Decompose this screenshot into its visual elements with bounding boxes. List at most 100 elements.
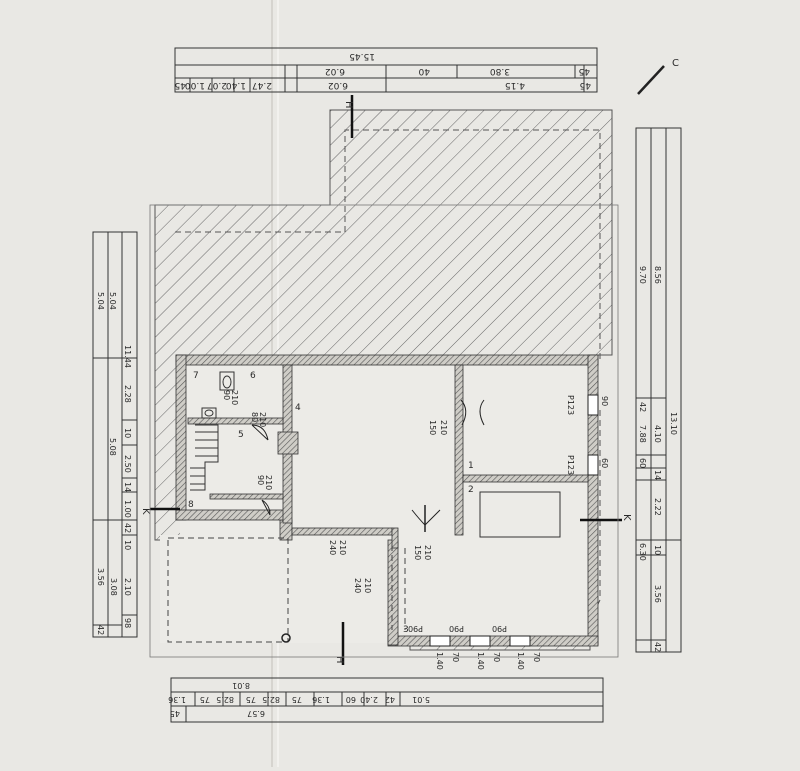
dim-label: 40 [418, 66, 430, 76]
dim-label: 2.50 [123, 455, 132, 473]
dim-label: 42 [385, 695, 395, 704]
dim-label: 42 [123, 523, 132, 533]
room-number-2: 2 [468, 485, 474, 495]
right-dimension-table [635, 127, 682, 653]
dim-label: 10 [123, 540, 132, 550]
dim-label: 60 [346, 695, 356, 704]
dim-label: 75 [292, 695, 302, 704]
section-mark-a: H [343, 101, 354, 109]
dim-label: 1.40 [435, 652, 444, 670]
room-number-7: 7 [193, 371, 199, 381]
window-label: P90 [449, 624, 464, 633]
dim-overall-top: 15.45 [349, 51, 375, 61]
dim-label: 1.00 [185, 80, 205, 90]
door-label: 210 [338, 540, 347, 555]
dim-label: 2.28 [123, 385, 132, 403]
dim-overall-left: 11.44 [123, 345, 132, 368]
section-mark-d: K [621, 514, 632, 521]
dim-label: 6.02 [328, 80, 348, 90]
dim-label: 45 [580, 80, 591, 90]
door-label: 240 [328, 540, 337, 555]
dashed-outline [175, 129, 601, 360]
section-mark-b: H [334, 656, 345, 664]
section-mark-c: K [140, 508, 151, 515]
room-number-1: 1 [468, 461, 474, 471]
dim-label: 75 [246, 695, 256, 704]
top-dimension-table [174, 47, 598, 93]
left-dimension-labels: 5.04 5.04 11.44 2.28 5.08 10 2.50 14 1.0… [96, 292, 132, 635]
top-dimension-labels: 15.45 3.80 6.02 40 45 4.15 6.02 2.47 1.4… [175, 51, 591, 90]
dim-label: 82.5 [216, 695, 234, 704]
door-label: 210 [363, 578, 372, 593]
door-label: 80 [250, 412, 259, 422]
room-number-4: 4 [295, 403, 301, 413]
dim-label: 70 [451, 652, 460, 662]
dim-label: 5.04 [96, 292, 105, 310]
door-swings [251, 399, 485, 532]
dim-label: 2.47 [252, 80, 272, 90]
dim-label: 60 [638, 458, 647, 468]
dim-label: 45 [170, 709, 180, 718]
annex-floor [160, 535, 288, 643]
door-label: 90 [256, 475, 265, 485]
dim-label: 75 [200, 695, 210, 704]
dim-label: 3.56 [653, 585, 662, 603]
dim-overall-bottom: 6.57 [247, 709, 265, 718]
door-label: 210 [258, 412, 267, 427]
dim-label: 7.88 [638, 425, 647, 443]
door-label: 90 [222, 390, 231, 400]
dim-label: 3.80 [490, 66, 510, 76]
door-label: 150 [428, 420, 437, 435]
dim-label: 98 [123, 618, 132, 628]
dim-label: 1.36 [168, 695, 186, 704]
dim-label: 3.56 [96, 568, 105, 586]
window-label: 60 [600, 458, 609, 468]
outer-dimension-frame [149, 204, 619, 658]
door-label: 210 [439, 420, 448, 435]
window-label: P123 [566, 395, 575, 415]
dim-label: 2.40 [360, 695, 378, 704]
north-arrow: C [637, 58, 679, 95]
window-label: P123 [566, 455, 575, 475]
staircase [190, 424, 219, 491]
dim-label: 5.01 [412, 695, 430, 704]
left-dimension-table [92, 231, 138, 638]
dim-label: 42 [638, 402, 647, 412]
right-dimension-labels: 8.56 9.70 13.10 4.10 7.88 42 60 14 2.22 … [638, 266, 678, 652]
dim-label: 4.10 [653, 425, 662, 443]
section-markers [150, 95, 622, 665]
dim-label: 8.56 [653, 266, 662, 284]
dim-label: 13.10 [669, 412, 678, 435]
dim-label: 14 [123, 482, 132, 492]
room-numbers: 1 2 3 4 5 6 7 8 [188, 371, 474, 635]
dim-label: 10 [653, 545, 662, 555]
lower-room-outline [167, 537, 406, 643]
room-number-3: 3 [403, 625, 409, 635]
dim-label: 1.40 [226, 80, 246, 90]
dim-label: 1.36 [312, 695, 330, 704]
door-label: 240 [353, 578, 362, 593]
dim-label: 2.07 [207, 80, 227, 90]
windows [429, 394, 599, 647]
interior-walls [187, 364, 589, 549]
bottom-dimension-table [170, 677, 604, 723]
window-label: P90 [492, 624, 507, 633]
door-label: 210 [423, 545, 432, 560]
dim-label: 70 [532, 652, 541, 662]
opening-labels: 150 210 240 210 150 210 240 210 90 210 8… [222, 390, 609, 633]
door-label: 210 [264, 475, 273, 490]
dim-label: 45 [175, 80, 186, 90]
door-label: 150 [413, 545, 422, 560]
dim-label: 9.70 [638, 266, 647, 284]
bottom-dimension-labels: 1.36 75 82.5 75 82.5 75 1.36 60 2.40 42 … [168, 681, 430, 718]
room-number-6: 6 [250, 371, 256, 381]
dim-label: 45 [579, 66, 590, 76]
dim-label: 82.5 [262, 695, 280, 704]
dim-label: 3.08 [109, 578, 118, 596]
small-bottom-dims: 1.40 70 1.40 70 1.40 70 [435, 652, 541, 670]
window-label: 90 [600, 396, 609, 406]
dim-label: 2.10 [123, 578, 132, 596]
door-label: 210 [230, 390, 239, 405]
north-label: C [672, 58, 679, 69]
